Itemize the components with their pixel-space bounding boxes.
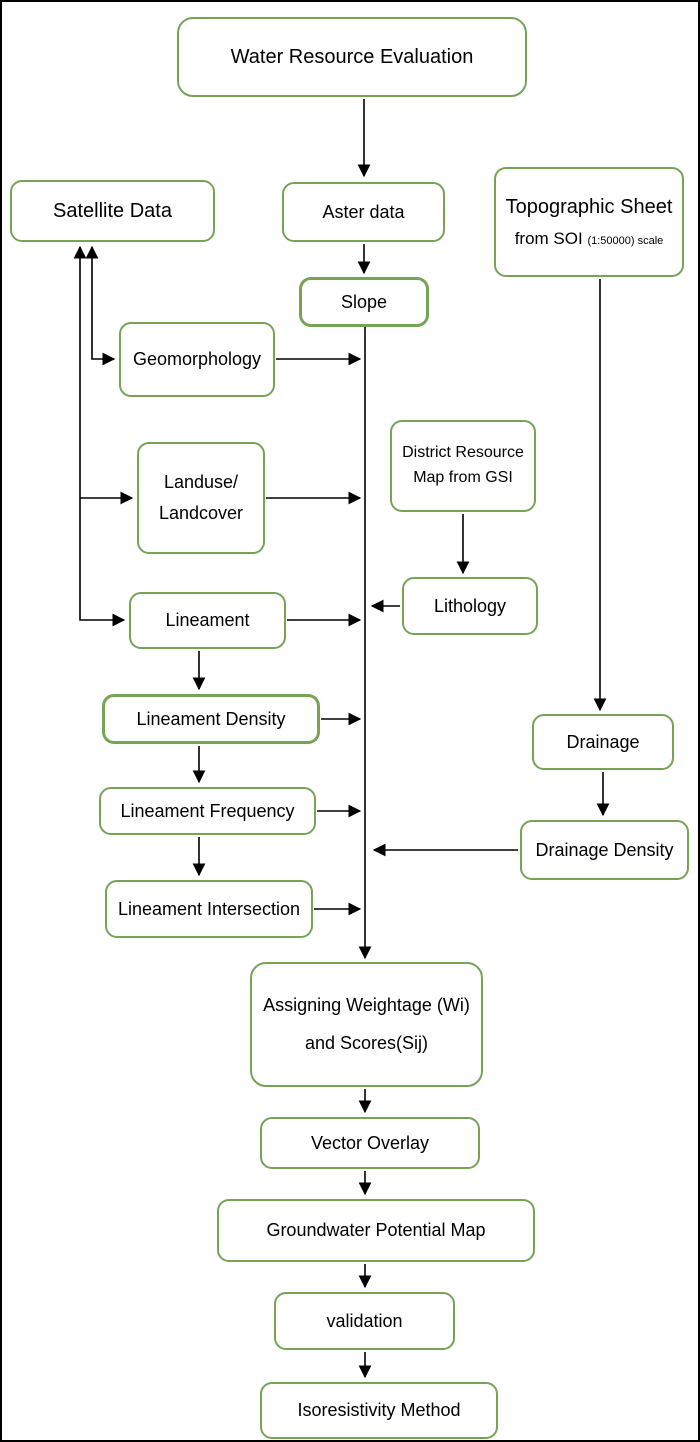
node-validation: validation (274, 1292, 455, 1350)
node-label: Isoresistivity Method (297, 1400, 461, 1421)
node-drainage-density: Drainage Density (520, 820, 689, 880)
node-geomorphology: Geomorphology (119, 322, 275, 397)
node-label: Topographic Sheet (505, 195, 673, 218)
node-drainage: Drainage (532, 714, 674, 770)
node-label: Water Resource Evaluation (230, 45, 474, 68)
node-sublabel-text: from SOI (514, 228, 583, 248)
node-label: Slope (340, 291, 388, 312)
arrow-satellite-branch-main (73, 245, 126, 627)
node-label: Lineament Density (136, 708, 286, 729)
node-label: Aster data (322, 201, 405, 222)
node-label-line1: Assigning Weightage (Wi) (263, 994, 470, 1015)
node-slope: Slope (299, 277, 429, 327)
node-sublabel: from SOI (1:50000) scale (515, 228, 664, 251)
node-label-line2: Landcover (158, 503, 244, 523)
node-label: Lineament (165, 610, 250, 631)
node-label: Lineament Frequency (120, 800, 295, 821)
node-label-line1: Landuse/ (163, 472, 239, 493)
arrow-satellite-branch-geomorphology (85, 245, 116, 366)
node-satellite-data: Satellite Data (10, 180, 215, 242)
node-water-resource-evaluation: Water Resource Evaluation (177, 17, 527, 97)
node-label: validation (326, 1310, 403, 1331)
node-lineament-intersection: Lineament Intersection (105, 880, 313, 938)
node-sublabel-scale: (1:50000) scale (587, 234, 664, 247)
node-label-line1: District Resource (402, 444, 524, 462)
node-label: Geomorphology (132, 349, 262, 370)
node-vector-overlay: Vector Overlay (260, 1117, 480, 1169)
node-label-line2: Map from GSI (413, 469, 513, 486)
node-label: Drainage (566, 731, 640, 752)
node-label: Drainage Density (535, 839, 674, 860)
node-label: Satellite Data (53, 199, 172, 222)
node-lineament: Lineament (129, 592, 286, 649)
node-label: Lithology (433, 595, 507, 616)
node-landuse-landcover: Landuse/ Landcover (137, 442, 265, 554)
node-isoresistivity-method: Isoresistivity Method (260, 1382, 498, 1439)
node-label: Lineament Intersection (117, 898, 301, 919)
node-district-resource-map: District Resource Map from GSI (390, 420, 536, 512)
node-label: Groundwater Potential Map (266, 1220, 486, 1241)
node-label: Vector Overlay (310, 1132, 430, 1153)
node-assigning-weightage: Assigning Weightage (Wi) and Scores(Sij) (250, 962, 483, 1087)
node-lineament-frequency: Lineament Frequency (99, 787, 316, 835)
node-topographic-sheet: Topographic Sheet from SOI (1:50000) sca… (494, 167, 684, 277)
node-lineament-density: Lineament Density (102, 694, 320, 744)
node-label-line2: and Scores(Sij) (304, 1032, 429, 1053)
node-groundwater-potential-map: Groundwater Potential Map (217, 1199, 535, 1262)
node-aster-data: Aster data (282, 182, 445, 242)
node-lithology: Lithology (402, 577, 538, 635)
